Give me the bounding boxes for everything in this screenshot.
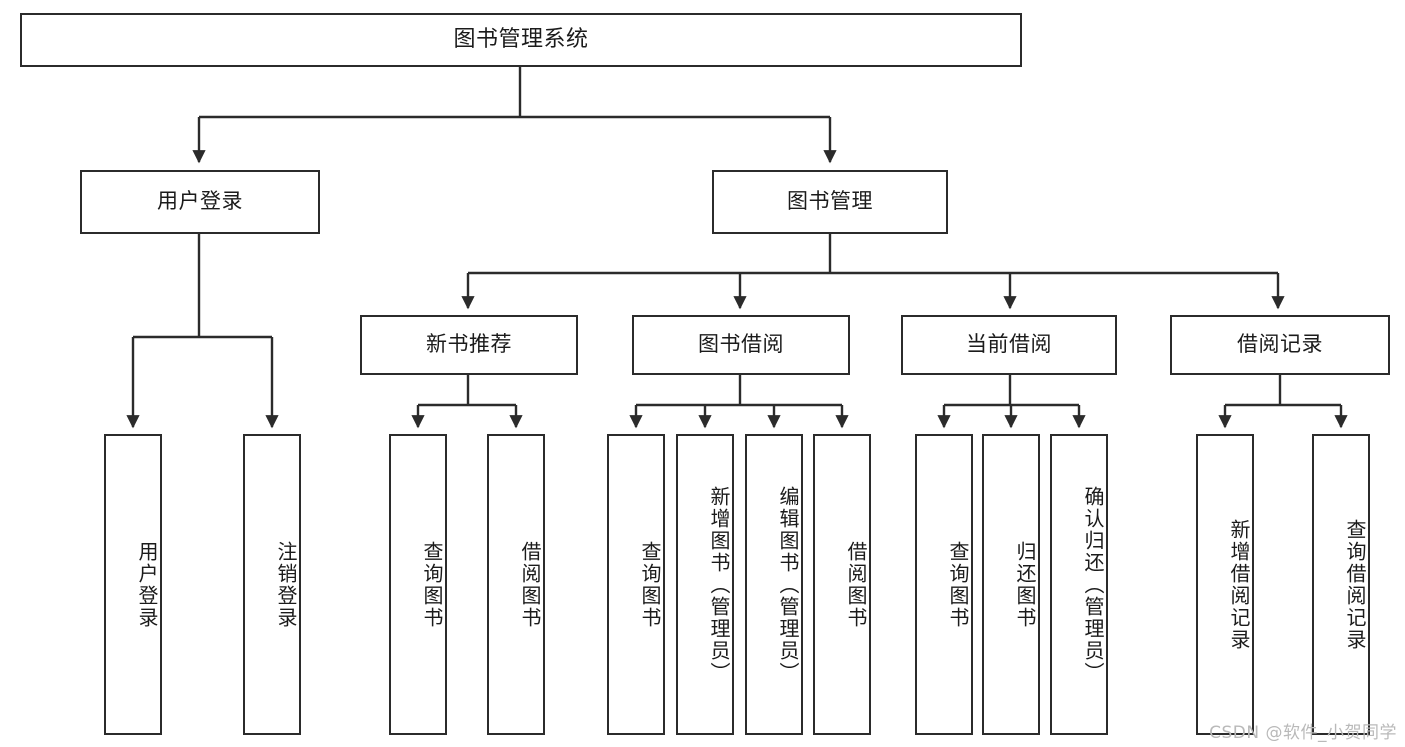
node-label: 新增借阅记录	[1227, 518, 1251, 651]
node-current-borrow[interactable]: 当前借阅	[901, 315, 1117, 375]
node-label: 确认归还（管理员）	[1081, 485, 1105, 684]
edge-group-book-manage	[461, 234, 1285, 310]
leaf-book-borrow-query[interactable]: 查询图书	[607, 434, 665, 735]
node-label: 借阅记录	[1237, 332, 1323, 357]
node-borrow-record[interactable]: 借阅记录	[1170, 315, 1390, 375]
node-label: 图书管理	[787, 189, 873, 214]
node-label: 用户登录	[135, 540, 159, 629]
node-root-system[interactable]: 图书管理系统	[20, 13, 1022, 67]
node-label: 查询借阅记录	[1343, 518, 1367, 651]
node-label: 当前借阅	[966, 332, 1052, 357]
leaf-borrow-record-query[interactable]: 查询借阅记录	[1312, 434, 1370, 735]
node-label: 查询图书	[946, 540, 970, 629]
leaf-new-book-borrow[interactable]: 借阅图书	[487, 434, 545, 735]
leaf-book-borrow-borrow[interactable]: 借阅图书	[813, 434, 871, 735]
leaf-current-borrow-confirm[interactable]: 确认归还（管理员）	[1050, 434, 1108, 735]
node-label: 查询图书	[638, 540, 662, 629]
node-label: 查询图书	[420, 540, 444, 629]
node-label: 编辑图书（管理员）	[776, 485, 800, 684]
edge-group-new-book	[411, 375, 523, 429]
edge-group-current-borrow	[937, 375, 1086, 429]
node-book-borrow[interactable]: 图书借阅	[632, 315, 850, 375]
node-label: 注销登录	[274, 540, 298, 629]
edge-group-user-login	[126, 234, 279, 429]
node-label: 用户登录	[157, 189, 243, 214]
leaf-new-book-query[interactable]: 查询图书	[389, 434, 447, 735]
node-label: 图书借阅	[698, 332, 784, 357]
edge-group-root	[192, 67, 837, 164]
leaf-current-borrow-query[interactable]: 查询图书	[915, 434, 973, 735]
node-label: 新书推荐	[426, 332, 512, 357]
watermark: CSDN @软件_小贺同学	[1209, 723, 1397, 743]
leaf-book-borrow-edit[interactable]: 编辑图书（管理员）	[745, 434, 803, 735]
node-label: 新增图书（管理员）	[707, 485, 731, 684]
node-new-book-recommend[interactable]: 新书推荐	[360, 315, 578, 375]
node-user-login[interactable]: 用户登录	[80, 170, 320, 234]
node-label: 归还图书	[1013, 540, 1037, 629]
node-book-management[interactable]: 图书管理	[712, 170, 948, 234]
leaf-user-login-signin[interactable]: 用户登录	[104, 434, 162, 735]
edge-group-book-borrow	[629, 375, 849, 429]
node-label: 图书管理系统	[453, 26, 589, 52]
node-label: 借阅图书	[518, 540, 542, 629]
leaf-book-borrow-add[interactable]: 新增图书（管理员）	[676, 434, 734, 735]
leaf-borrow-record-add[interactable]: 新增借阅记录	[1196, 434, 1254, 735]
edge-group-borrow-record	[1218, 375, 1348, 429]
leaf-user-login-signout[interactable]: 注销登录	[243, 434, 301, 735]
node-label: 借阅图书	[844, 540, 868, 629]
leaf-current-borrow-return[interactable]: 归还图书	[982, 434, 1040, 735]
